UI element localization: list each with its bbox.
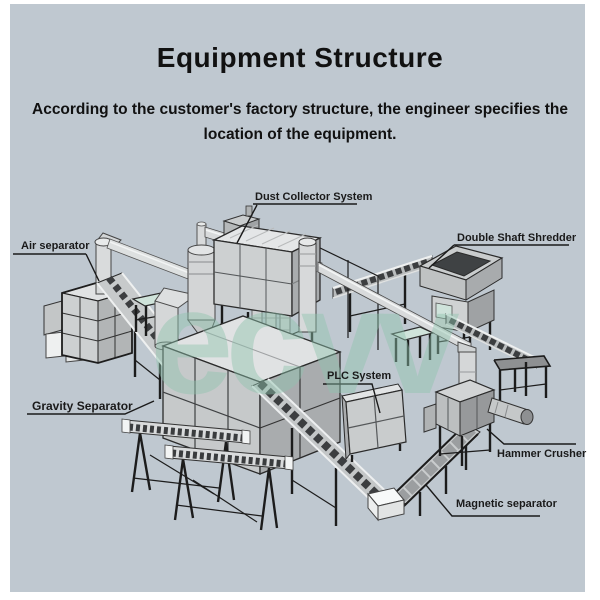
label-dust-collector-system: Dust Collector System (255, 191, 373, 203)
hammer-crusher-graphic (423, 379, 534, 466)
roller-table-2-graphic (164, 444, 294, 531)
page-title: Equipment Structure (156, 42, 444, 73)
leader-lines (13, 203, 576, 517)
label-double-shaft-shredder: Double Shaft Shredder (457, 232, 577, 244)
support-frame-graphic (315, 245, 379, 350)
label-air-separator: Air separator (21, 240, 90, 252)
discharge-chute-graphic (367, 487, 405, 522)
shredder-side-table-graphic (390, 326, 435, 366)
left-discharge-ramp-graphic (251, 378, 399, 526)
subtitle-line-1: According to the customer's factory stru… (32, 101, 568, 118)
label-plc-system: PLC System (327, 370, 392, 382)
subtitle-line-2: location of the equipment. (203, 126, 397, 144)
page-subtitle: According to the customer's factory stru… (0, 97, 600, 147)
shredder-discharge-conveyor-graphic (445, 313, 552, 404)
plc-cabinet-graphic (341, 383, 407, 462)
magnetic-separator-graphic (391, 421, 481, 516)
label-gravity-separator: Gravity Separator (32, 399, 133, 413)
roller-table-1-graphic (121, 418, 251, 503)
label-magnetic-separator: Magnetic separator (456, 498, 557, 510)
label-hammer-crusher: Hammer Crusher (497, 448, 587, 460)
dust-collector-graphic (211, 205, 323, 368)
